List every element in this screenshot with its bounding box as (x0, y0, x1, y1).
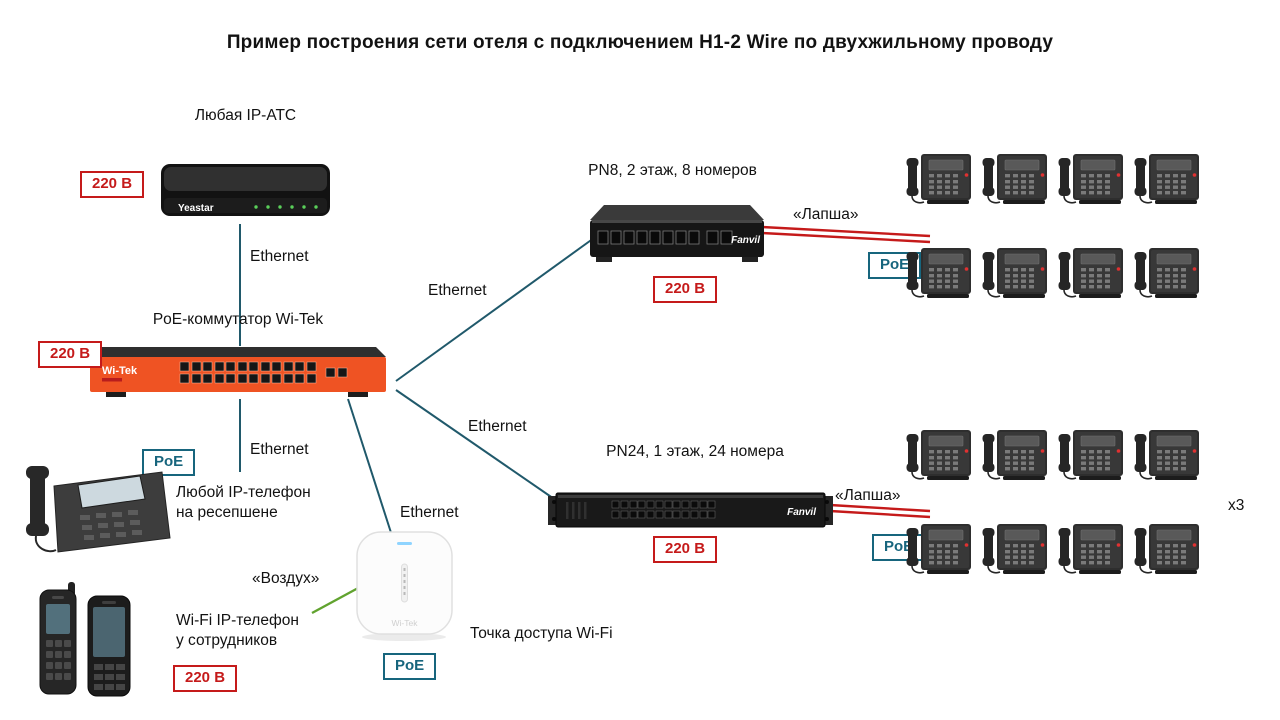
wifi-phone-device (32, 580, 152, 702)
lapsha-label-pn24: «Лапша» (835, 487, 901, 504)
ip-phone-icon (1057, 522, 1125, 576)
access-point-label: Точка доступа Wi-Fi (470, 625, 613, 642)
fanvil-logo-pn8: Fanvil (731, 235, 760, 246)
poe-badge-ap: PoE (383, 653, 437, 680)
power-badge-wifi: 220 В (173, 665, 238, 692)
ip-phone-icon (1057, 246, 1125, 300)
ip-phone-icon (981, 246, 1049, 300)
ip-phone-icon (905, 246, 973, 300)
ip-phone-icon (1133, 428, 1201, 482)
pn8-label: PN8, 2 этаж, 8 номеров (588, 162, 757, 179)
poe-badge-reception: PoE (142, 449, 196, 476)
ethernet-label-pn24: Ethernet (468, 418, 527, 435)
ethernet-wire-switch-ap (347, 398, 395, 543)
power-badge-switch: 220 В (38, 341, 103, 368)
access-point-device: Wi-Tek (352, 530, 457, 642)
multiplier-label: x3 (1228, 497, 1245, 514)
ip-phone-icon (1133, 246, 1201, 300)
air-label: «Воздух» (252, 570, 320, 587)
wi-tek-logo: Wi-Tek (102, 365, 138, 377)
ethernet-label-pn8: Ethernet (428, 282, 487, 299)
ap-brand-text: Wi-Tek (392, 618, 419, 628)
ip-pbx-device: Yeastar (158, 158, 333, 223)
ip-phone-icon (981, 522, 1049, 576)
ethernet-label-phone: Ethernet (250, 441, 309, 458)
ip-phone-icon (981, 428, 1049, 482)
lapsha-label-pn8: «Лапша» (793, 206, 859, 223)
reception-phone-label: Любой IP-телефон на ресепшене (176, 484, 311, 522)
ip-phone-icon (905, 152, 973, 206)
poe-switch-device: Wi-Tek (88, 344, 388, 399)
pn24-label: PN24, 1 этаж, 24 номера (606, 443, 784, 460)
ethernet-label-pbx: Ethernet (250, 248, 309, 265)
phone-grid-floor1 (905, 428, 1203, 576)
ip-phone-icon (905, 522, 973, 576)
reception-phone-device (22, 452, 172, 562)
ip-phone-icon (1057, 152, 1125, 206)
fanvil-logo-pn24: Fanvil (787, 507, 816, 518)
phone-grid-floor2 (905, 152, 1203, 300)
ethernet-label-ap: Ethernet (400, 504, 459, 521)
pn8-switch-device: Fanvil (588, 203, 766, 265)
pn24-switch-device: Fanvil (548, 488, 833, 533)
power-badge-pn8: 220 В (653, 276, 718, 303)
ip-phone-icon (1133, 522, 1201, 576)
ip-phone-icon (1133, 152, 1201, 206)
ip-phone-icon (1057, 428, 1125, 482)
ip-phone-icon (981, 152, 1049, 206)
ethernet-wire-switch-pn8 (395, 237, 595, 382)
pbx-label: Любая IP-АТС (194, 107, 297, 124)
power-badge-pbx: 220 В (80, 171, 145, 198)
diagram-title: Пример построения сети отеля с подключен… (226, 32, 1054, 53)
wifi-phone-label: Wi-Fi IP-телефон у сотрудников (176, 612, 299, 650)
ip-phone-icon (905, 428, 973, 482)
yeastar-logo: Yeastar (178, 203, 214, 214)
switch-label: PoE-коммутатор Wi-Tek (152, 311, 324, 328)
power-badge-pn24: 220 В (653, 536, 718, 563)
ethernet-wire-switch-pn24 (395, 389, 561, 504)
